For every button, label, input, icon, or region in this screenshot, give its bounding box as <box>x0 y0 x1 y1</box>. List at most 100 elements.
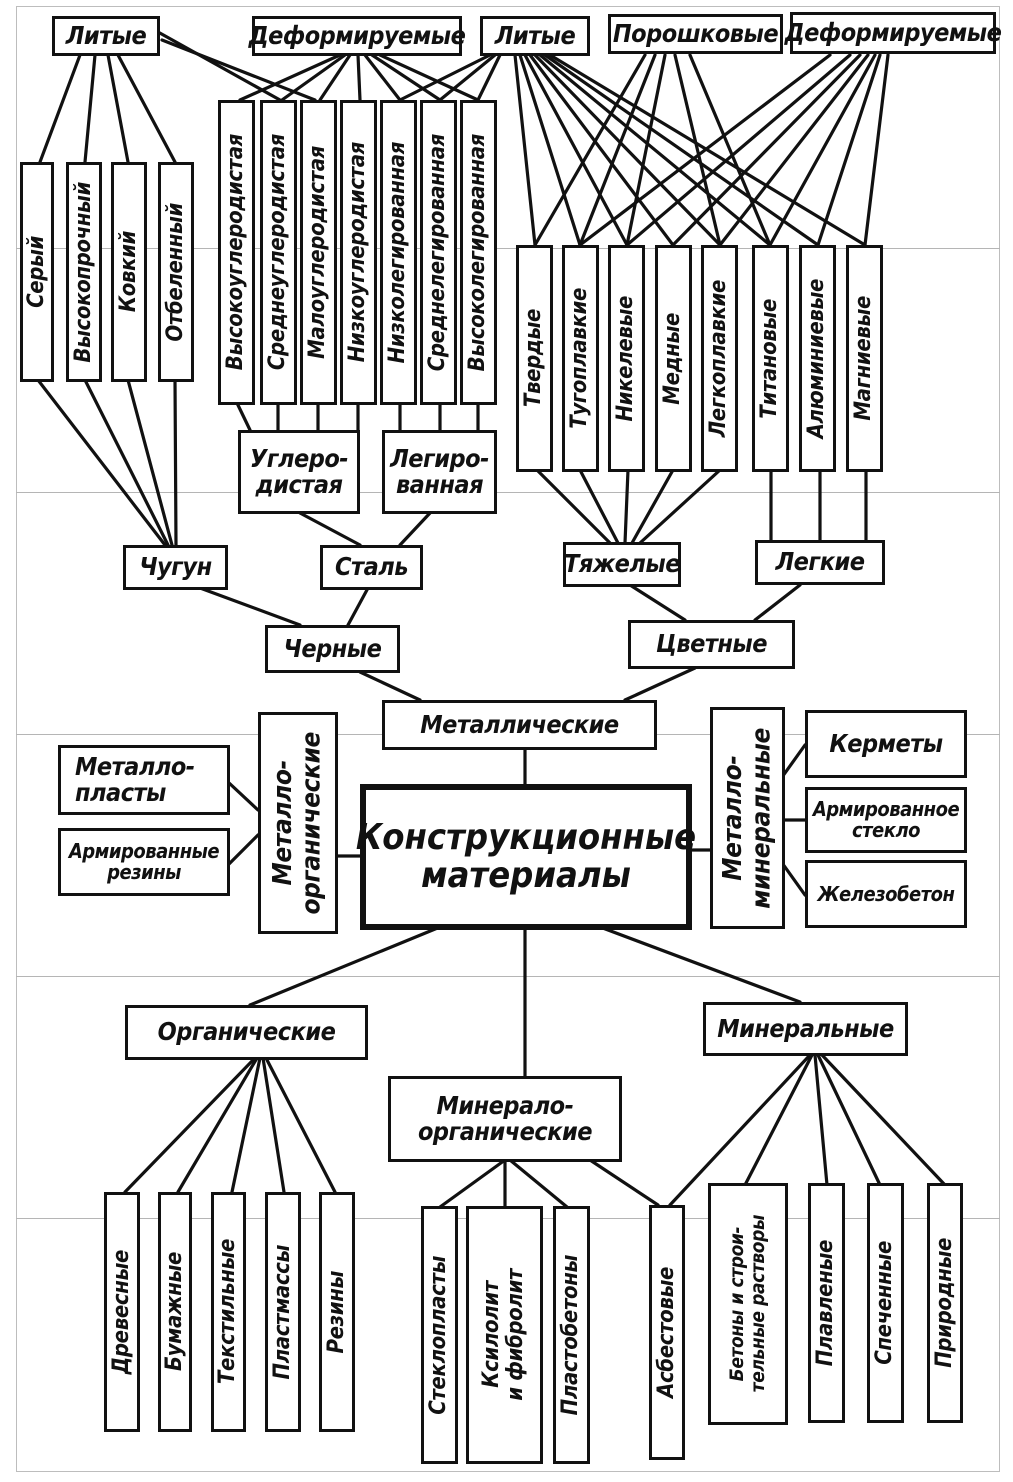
label: Алюминиевые <box>804 278 830 439</box>
label: Керметы <box>829 728 943 758</box>
cast-iron-type: Высокопрочный <box>66 162 102 382</box>
label: Бетоны и строи- тельные растворы <box>726 1215 769 1393</box>
label: Армированное стекло <box>812 797 960 842</box>
label: Отбеленный <box>162 202 188 342</box>
organic-node: Органические <box>125 1005 368 1060</box>
label: Черные <box>283 633 382 663</box>
label: Никелевые <box>613 295 639 422</box>
label: Природные <box>931 1238 957 1368</box>
label: Литые <box>65 20 147 50</box>
root-label: Конструкционные материалы <box>355 817 697 896</box>
label: Высоколегированная <box>465 133 491 372</box>
mineral-organic-node: Минерало- органические <box>388 1076 622 1162</box>
label: Серый <box>23 236 49 308</box>
cast-iron-node: Чугун <box>123 545 228 590</box>
organic-type: Бумажные <box>158 1192 192 1432</box>
steel-group-alloy: Легиро- ванная <box>382 430 497 514</box>
label: Твердые <box>521 309 547 408</box>
label: Магниевые <box>851 296 877 421</box>
mineral-type: Плавленые <box>808 1183 845 1423</box>
nonferrous-type: Твердые <box>516 245 553 472</box>
metal-organic-type: Металло- пласты <box>58 745 230 815</box>
page-frame <box>16 6 1000 1472</box>
top-label-nonferrous-cast: Литые <box>480 16 590 56</box>
label: Бумажные <box>161 1252 187 1372</box>
label: Стеклопласты <box>426 1255 452 1415</box>
label: Литые <box>494 20 576 50</box>
cast-iron-type: Ковкий <box>111 162 147 382</box>
label: Медные <box>660 312 686 405</box>
nonferrous-type: Алюминиевые <box>799 245 836 472</box>
label: Тугоплавкие <box>567 288 593 429</box>
metal-mineral-node: Металло- минеральные <box>710 707 785 929</box>
cast-iron-type: Серый <box>20 162 54 382</box>
nonferrous-type: Магниевые <box>846 245 883 472</box>
label: Древесные <box>108 1249 134 1375</box>
label: Среднеуглеродистая <box>265 134 291 371</box>
organic-type: Текстильные <box>211 1192 246 1432</box>
label: Спеченные <box>872 1241 898 1365</box>
label: Металлические <box>420 709 619 739</box>
label: Низколегированная <box>385 141 411 364</box>
metal-mineral-type: Армированное стекло <box>805 787 967 853</box>
mineral-organic-type: Стеклопласты <box>421 1206 458 1464</box>
nonferrous-type: Медные <box>655 245 692 472</box>
metal-organic-node: Металло- органические <box>258 712 338 934</box>
metal-mineral-type: Керметы <box>805 710 967 778</box>
nonferrous-type: Тугоплавкие <box>562 245 599 472</box>
label: Асбестовые <box>653 1267 679 1398</box>
steel-type: Малоуглеродистая <box>300 100 337 405</box>
nonferrous-type: Титановые <box>752 245 789 472</box>
steel-type: Среднеуглеродистая <box>260 100 297 405</box>
top-label-cast-iron-cast: Литые <box>52 16 160 56</box>
mineral-type: Природные <box>927 1183 963 1423</box>
label: Органические <box>157 1017 336 1047</box>
mineral-organic-type: Ксилолит и фибролит <box>466 1206 543 1464</box>
steel-group-carbon: Углеро- дистая <box>238 430 360 514</box>
organic-type: Резины <box>319 1192 355 1432</box>
label: Высокоуглеродистая <box>223 134 249 371</box>
steel-type: Высоколегированная <box>460 100 497 405</box>
label: Легкоплавкие <box>706 279 732 438</box>
scan-line <box>16 492 1000 493</box>
mineral-type: Бетоны и строи- тельные растворы <box>708 1183 788 1425</box>
root-node: Конструкционные материалы <box>356 784 696 930</box>
label: Ковкий <box>115 231 141 313</box>
label: Сталь <box>335 552 408 582</box>
label: Чугун <box>139 552 212 582</box>
mineral-type: Асбестовые <box>649 1205 685 1460</box>
label: Цветные <box>655 629 768 659</box>
label: Деформируемые <box>784 17 1002 47</box>
label: Металло- минеральные <box>717 727 777 909</box>
label: Углеро- дистая <box>249 443 349 499</box>
steel-type: Среднелегированная <box>420 100 457 405</box>
metal-mineral-type: Железобетон <box>805 860 967 928</box>
ferrous-node: Черные <box>265 625 400 673</box>
steel-type: Низколегированная <box>380 100 417 405</box>
label: Среднелегированная <box>425 133 451 372</box>
label: Армированные резины <box>68 839 220 884</box>
label: Деформируемые <box>248 20 466 50</box>
mineral-node: Минеральные <box>703 1002 908 1056</box>
metal-organic-type: Армированные резины <box>58 828 230 896</box>
label: Низкоуглеродистая <box>345 142 371 363</box>
heavy-node: Тяжелые <box>563 542 681 587</box>
mineral-organic-type: Пластобетоны <box>553 1206 590 1464</box>
label: Тяжелые <box>564 549 681 579</box>
label: Титановые <box>757 298 783 419</box>
label: Легкие <box>775 547 865 577</box>
label: Металло- пласты <box>75 751 195 807</box>
steel-node: Сталь <box>320 545 423 590</box>
label: Пластобетоны <box>558 1254 584 1416</box>
organic-type: Древесные <box>104 1192 140 1432</box>
nonferrous-type: Легкоплавкие <box>701 245 738 472</box>
label: Металло- органические <box>268 731 327 915</box>
mineral-type: Спеченные <box>867 1183 904 1423</box>
scan-line <box>16 248 1000 249</box>
nonferrous-node: Цветные <box>628 620 795 669</box>
label: Малоуглеродистая <box>305 146 331 359</box>
label: Резины <box>323 1270 349 1354</box>
top-label-steel-wrought: Деформируемые <box>249 16 466 56</box>
label: Легиро- ванная <box>390 443 489 499</box>
